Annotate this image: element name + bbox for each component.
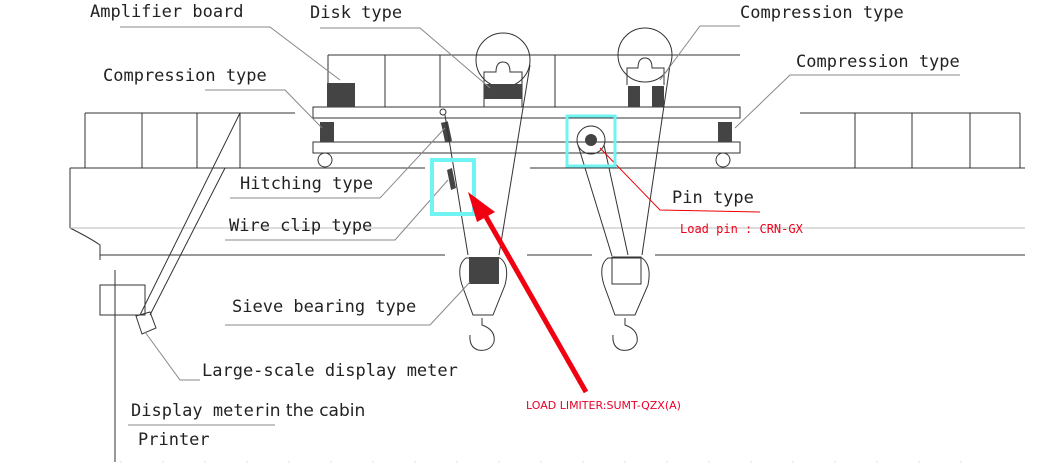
large-display-meter-icon <box>135 311 157 335</box>
label-printer: Printer <box>138 430 210 450</box>
label-compression-type-right: Compression type <box>796 52 960 72</box>
cabin-structure <box>99 112 241 462</box>
label-large-scale-display-meter: Large-scale display meter <box>202 361 458 381</box>
amplifier-board-icon <box>327 83 355 107</box>
label-load-limiter: LOAD LIMITER:SUMT-QZX(A) <box>526 399 681 412</box>
label-display-meter: Display meter <box>131 401 264 421</box>
label-wire-clip-type: Wire clip type <box>229 216 372 236</box>
label-amplifier-board: Amplifier board <box>90 2 244 22</box>
pin-type-highlight <box>565 114 617 168</box>
wire-clip-highlight <box>430 158 476 216</box>
leader-lines <box>120 25 1000 463</box>
left-hoist <box>444 32 531 351</box>
disk-sensor-icon <box>484 84 522 99</box>
label-compression-type-left: Compression type <box>103 66 267 86</box>
bridge-girder <box>69 112 1025 260</box>
compression-sensor-left-icon <box>320 122 334 142</box>
label-pin-type: Pin type <box>672 188 754 208</box>
label-load-pin: Load pin : CRN-GX <box>680 222 804 236</box>
label-sieve-bearing-type: Sieve bearing type <box>232 297 416 317</box>
sieve-bearing-sensor-icon <box>469 257 499 284</box>
compression-sensor-right-icon <box>718 122 732 142</box>
label-compression-type-top-right: Compression type <box>740 3 904 23</box>
label-hitching-type: Hitching type <box>240 174 373 194</box>
trolley <box>312 54 741 168</box>
load-pin-icon <box>585 134 597 146</box>
label-in-the-cabin: in the cabin <box>265 401 365 421</box>
load-limiter-arrow-icon <box>468 192 589 394</box>
right-hoist <box>576 27 673 351</box>
label-disk-type: Disk type <box>310 3 402 23</box>
